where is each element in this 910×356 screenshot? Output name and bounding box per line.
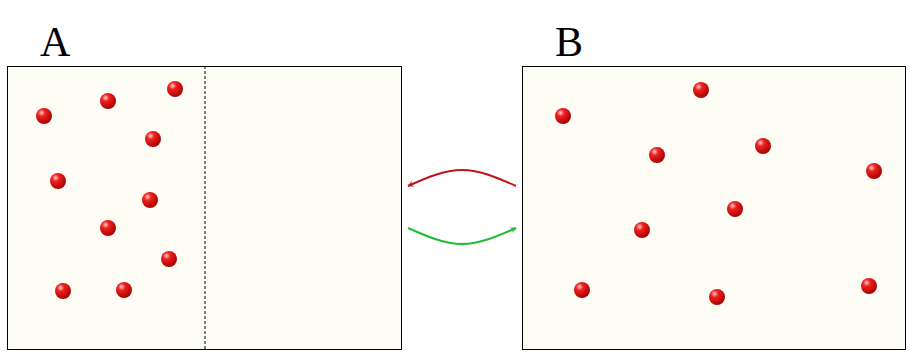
particle bbox=[634, 222, 650, 238]
particle bbox=[574, 282, 590, 298]
particle bbox=[755, 138, 771, 154]
container-box: B bbox=[522, 66, 906, 350]
particle bbox=[50, 173, 66, 189]
particle bbox=[167, 81, 183, 97]
particle bbox=[145, 131, 161, 147]
container-box: A bbox=[7, 66, 402, 350]
particle bbox=[555, 108, 571, 124]
transition-arrow bbox=[408, 170, 516, 186]
particle bbox=[727, 201, 743, 217]
particle bbox=[866, 163, 882, 179]
particle bbox=[55, 283, 71, 299]
particle bbox=[36, 108, 52, 124]
particle bbox=[161, 251, 177, 267]
particle bbox=[709, 289, 725, 305]
particle bbox=[116, 282, 132, 298]
particles bbox=[36, 81, 882, 305]
particle bbox=[861, 278, 877, 294]
box-label: A bbox=[40, 21, 70, 63]
particle bbox=[100, 93, 116, 109]
particle bbox=[649, 147, 665, 163]
particle bbox=[142, 192, 158, 208]
partition-line bbox=[205, 66, 206, 350]
particle bbox=[693, 82, 709, 98]
particle bbox=[100, 220, 116, 236]
box-ground bbox=[522, 66, 906, 350]
box-label: B bbox=[555, 21, 583, 63]
box-ground bbox=[7, 66, 402, 350]
transition-arrow bbox=[408, 228, 516, 244]
